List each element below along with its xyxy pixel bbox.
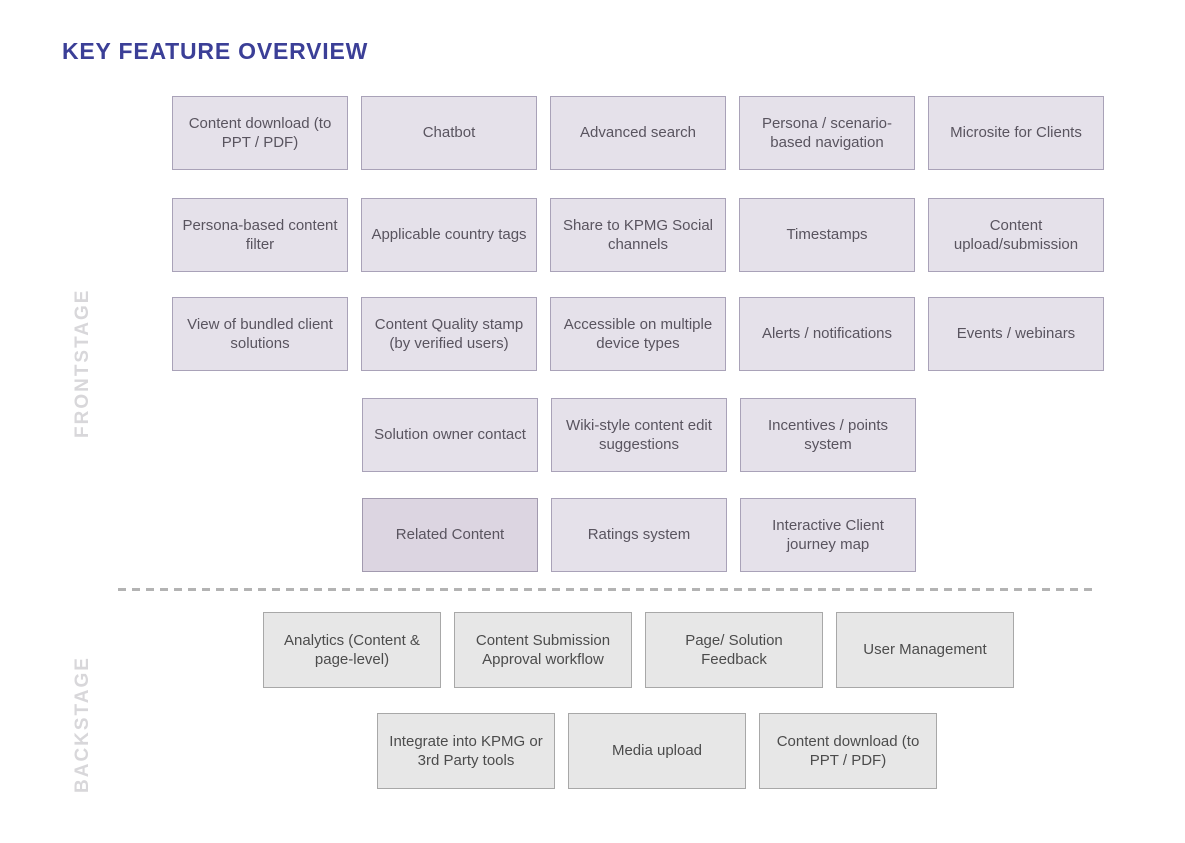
feature-box-interactive-client-journey-map: Interactive Client journey map <box>740 498 916 572</box>
feature-box-analytics: Analytics (Content & page-level) <box>263 612 441 688</box>
feature-box-chatbot: Chatbot <box>361 96 537 170</box>
backstage-section-label: BACKSTAGE <box>72 656 93 793</box>
backstage-row-1: Analytics (Content & page-level) Content… <box>263 612 1014 688</box>
feature-box-page-solution-feedback: Page/ Solution Feedback <box>645 612 823 688</box>
feature-box-timestamps: Timestamps <box>739 198 915 272</box>
backstage-row-2: Integrate into KPMG or 3rd Party tools M… <box>377 713 937 789</box>
feature-box-microsite-for-clients: Microsite for Clients <box>928 96 1104 170</box>
feature-box-media-upload: Media upload <box>568 713 746 789</box>
feature-box-incentives-points-system: Incentives / points system <box>740 398 916 472</box>
frontstage-row-3: View of bundled client solutions Content… <box>172 297 1104 371</box>
feature-box-persona-scenario-navigation: Persona / scenario-based navigation <box>739 96 915 170</box>
feature-box-content-submission-approval: Content Submission Approval workflow <box>454 612 632 688</box>
feature-box-content-download-backstage: Content download (to PPT / PDF) <box>759 713 937 789</box>
frontstage-row-1: Content download (to PPT / PDF) Chatbot … <box>172 96 1104 170</box>
feature-box-integrate-kpmg-3rd-party: Integrate into KPMG or 3rd Party tools <box>377 713 555 789</box>
feature-box-alerts-notifications: Alerts / notifications <box>739 297 915 371</box>
frontstage-row-4: Solution owner contact Wiki-style conten… <box>362 398 916 472</box>
feature-box-share-to-kpmg-social: Share to KPMG Social channels <box>550 198 726 272</box>
frontstage-section-label: FRONTSTAGE <box>72 288 93 438</box>
feature-box-content-upload-submission: Content upload/submission <box>928 198 1104 272</box>
feature-box-content-download-frontstage: Content download (to PPT / PDF) <box>172 96 348 170</box>
feature-box-user-management: User Management <box>836 612 1014 688</box>
stage-divider-dashed-line <box>118 588 1096 591</box>
frontstage-row-5: Related Content Ratings system Interacti… <box>362 498 916 572</box>
feature-box-applicable-country-tags: Applicable country tags <box>361 198 537 272</box>
feature-box-events-webinars: Events / webinars <box>928 297 1104 371</box>
page-title: KEY FEATURE OVERVIEW <box>62 38 369 64</box>
frontstage-row-2: Persona-based content filter Applicable … <box>172 198 1104 272</box>
feature-box-content-quality-stamp: Content Quality stamp (by verified users… <box>361 297 537 371</box>
feature-box-view-bundled-client-solutions: View of bundled client solutions <box>172 297 348 371</box>
feature-box-wiki-style-edit-suggestions: Wiki-style content edit suggestions <box>551 398 727 472</box>
feature-box-accessible-multiple-devices: Accessible on multiple device types <box>550 297 726 371</box>
feature-box-advanced-search: Advanced search <box>550 96 726 170</box>
feature-box-ratings-system: Ratings system <box>551 498 727 572</box>
feature-box-persona-based-content-filter: Persona-based content filter <box>172 198 348 272</box>
feature-box-solution-owner-contact: Solution owner contact <box>362 398 538 472</box>
feature-box-related-content: Related Content <box>362 498 538 572</box>
